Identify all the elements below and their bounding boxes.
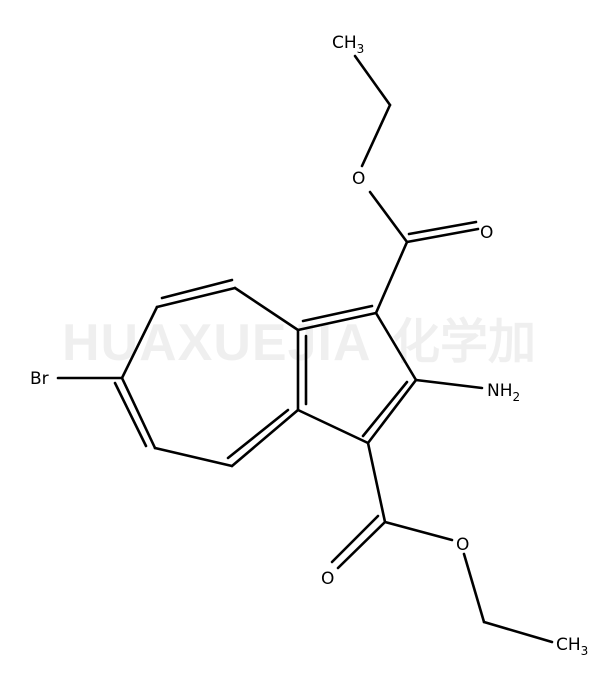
atom-o-ether-bottom: O [456,535,469,555]
bond-c5-c4-inner [160,278,234,300]
bond-c1-ester-c [374,240,409,315]
bond-c5-c4 [155,286,237,309]
bond-c1-c2 [374,311,418,382]
bond-c2-c3 [366,378,418,445]
atom-o-carbonyl-top: O [480,223,493,243]
bond-o-ch2-top [360,103,392,168]
bond-o-ch2-bottom [462,552,486,624]
atom-ch3-bottom: CH3 [556,635,588,658]
atom-labels: CH3 O O NH2 Br O O CH3 [30,33,588,658]
bond-ester-c-o-single [368,190,409,244]
bond-c3-c3a [296,408,370,445]
bond-c7-c6 [120,376,157,450]
bond-ester-c-o-double-b [336,520,387,570]
bond-ch2-ch3-bottom [482,620,554,644]
bond-c8a-c1-inner [301,304,374,323]
bond-c7-c6-inner [113,381,148,448]
atom-ch3-top: CH3 [332,33,364,56]
atom-o-ether-top: O [352,169,365,189]
bond-c2-c3-inner [361,380,409,438]
bond-c8b-c8-inner [226,408,290,460]
bond-ester-c-o-double-b-2 [330,514,380,564]
bond-ester-c-o-single-b [383,520,454,542]
watermark: HUAXUEJIA 化学加 [62,314,536,372]
watermark-latin: HUAXUEJIA [62,314,372,372]
bond-ester-c-o-double-2 [407,220,478,236]
bond-c3-ester-c [366,441,387,524]
atom-nh2: NH2 [487,381,520,404]
bonds [56,54,554,644]
bond-c3a-c8a [233,286,300,332]
watermark-cjk: 化学加 [392,314,536,370]
bond-c6-c5 [120,305,159,380]
bond-c8a-c1 [296,311,378,332]
bond-ch2-ch3-top [353,54,392,107]
bond-c8b-c8 [230,408,300,468]
bond-ester-c-o-double [405,227,480,244]
atom-br: Br [30,369,49,389]
bond-c2-n [414,378,484,390]
atom-o-carbonyl-bottom: O [321,569,334,589]
bond-c8-c7 [153,446,234,468]
